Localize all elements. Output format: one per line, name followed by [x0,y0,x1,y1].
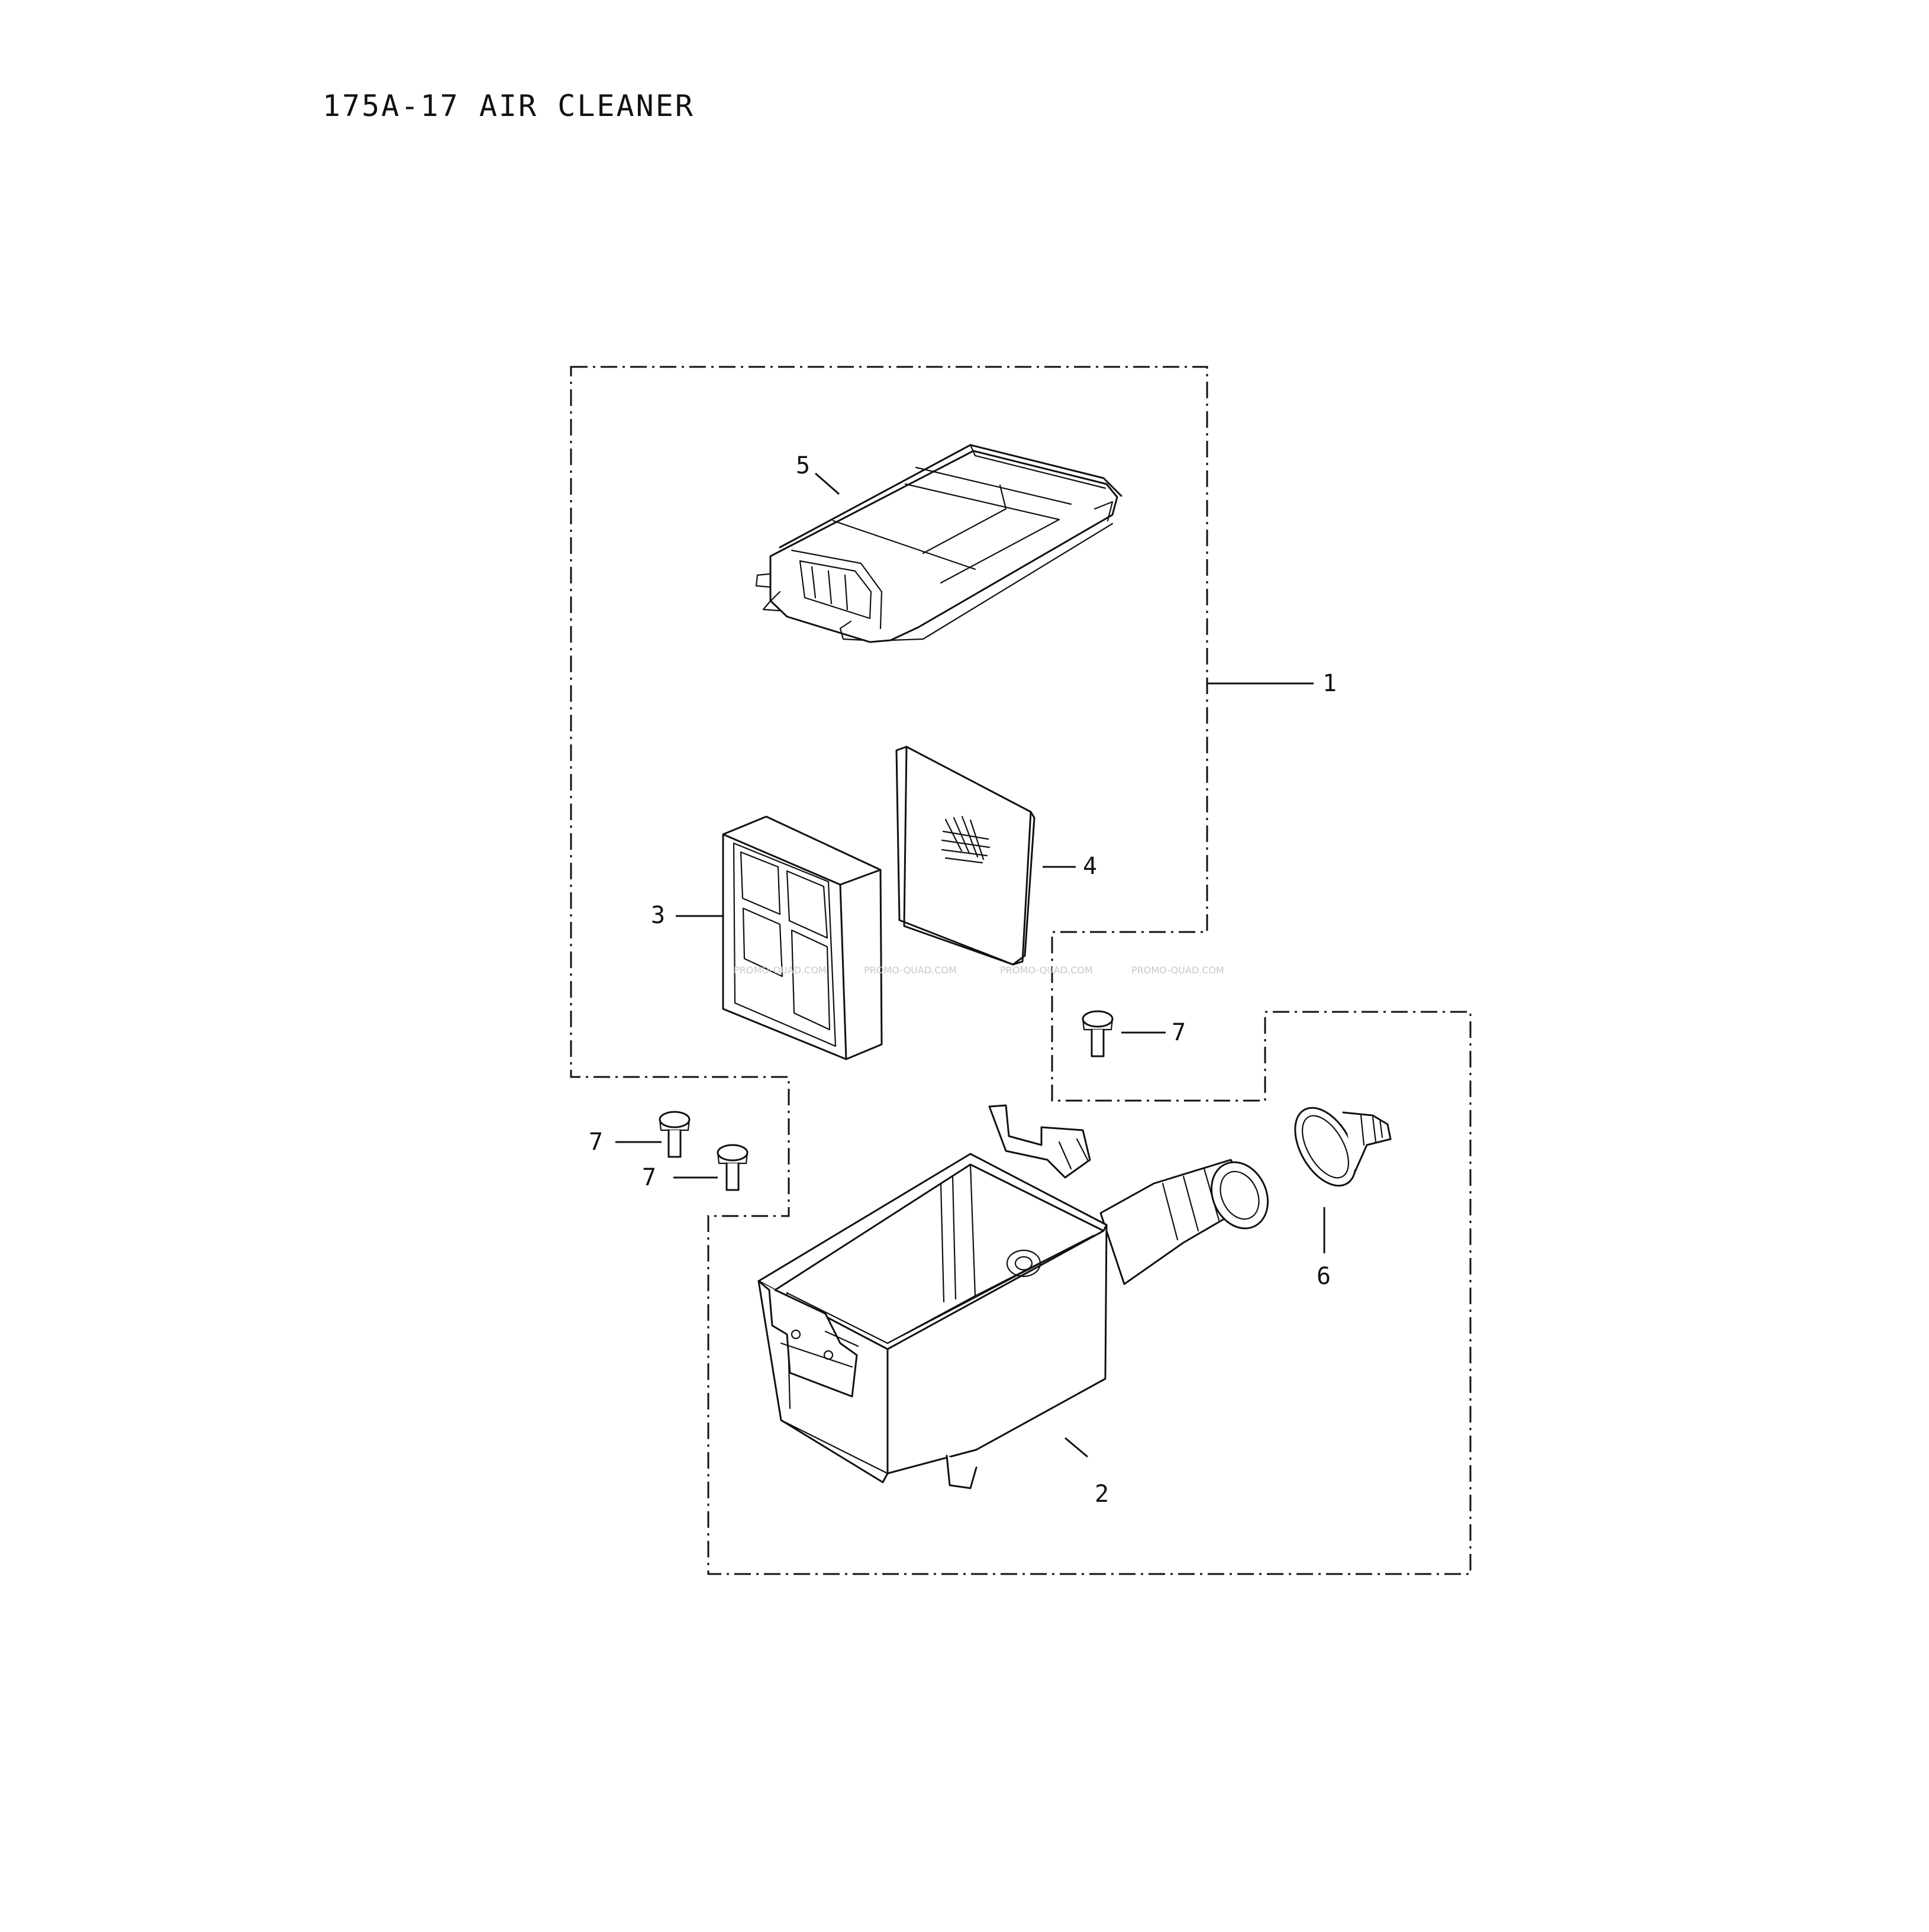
callout-1: 1 [1322,670,1337,697]
diagram-title: 175A-17 AIR CLEANER [322,89,695,123]
callout-3: 3 [651,902,665,929]
cap-part-6 [1294,1107,1392,1187]
assembly-group-1-boundary [570,366,1472,1575]
callout-2: 2 [1095,1481,1109,1508]
bolt-part-7-a [1082,1010,1114,1057]
filter-cage-part-3 [722,815,883,1060]
callout-4: 4 [1083,853,1097,880]
leader-line-2 [1065,1437,1088,1458]
watermark-2: PROMO-QUAD.COM [864,965,957,976]
cover-part-5 [755,444,1122,643]
callout-6: 6 [1317,1263,1331,1290]
watermark-1: PROMO-QUAD.COM [734,965,827,976]
case-part-2 [757,1104,1269,1489]
callout-7c: 7 [642,1164,656,1191]
leader-line-5 [815,472,840,495]
watermark-3: PROMO-QUAD.COM [1000,965,1093,976]
callout-5: 5 [796,452,810,479]
watermark-4: PROMO-QUAD.COM [1131,965,1224,976]
bolt-part-7-b [659,1111,691,1158]
bolt-part-7-c [717,1144,749,1191]
callout-7a: 7 [1172,1019,1186,1046]
callout-7b: 7 [589,1128,603,1156]
filter-element-part-4 [895,746,1036,966]
